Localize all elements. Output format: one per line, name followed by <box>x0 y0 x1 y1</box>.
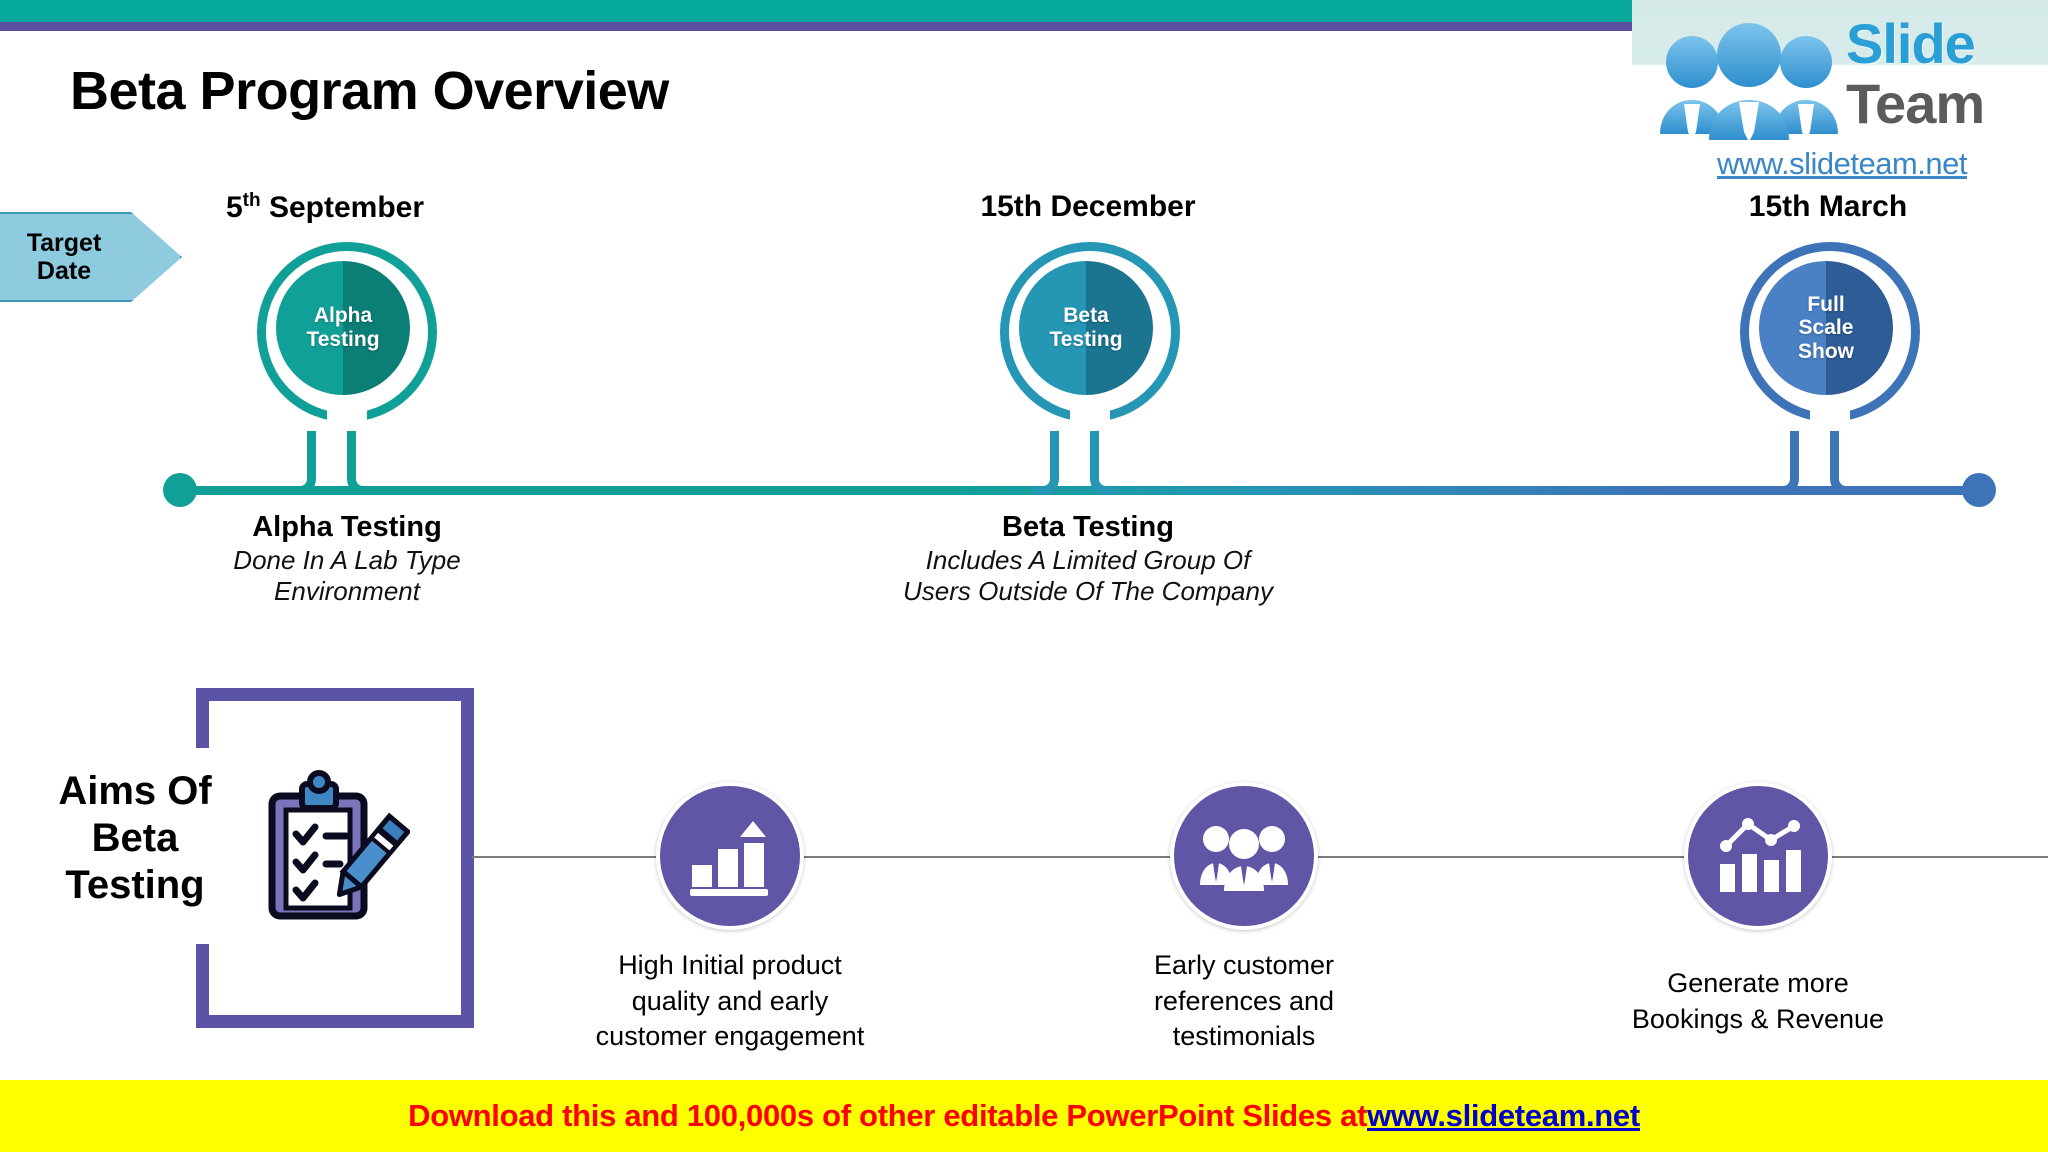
people-group-icon <box>1660 23 1838 140</box>
timeline: 5th September Alpha Testing Alpha Testin… <box>0 190 2048 610</box>
footer-link[interactable]: www.slideteam.net <box>1367 1098 1640 1133</box>
milestone-inner-line-3b: Scale <box>1798 316 1854 340</box>
logo-word-team: Team <box>1846 72 1985 135</box>
aim-caption-2-line-3: testimonials <box>1172 1021 1316 1052</box>
slideteam-logo: Slide Team www.slideteam.net <box>1632 0 2048 200</box>
page-title: Beta Program Overview <box>70 61 669 121</box>
aims-heading-line-2: Beta <box>91 816 179 861</box>
milestone-stem-left-2 <box>1033 431 1059 495</box>
milestone-date-1-num: 5 <box>225 191 243 224</box>
milestone-inner-label-3: Full Scale Show <box>1798 293 1854 364</box>
aim-caption-3-line-1: Generate more <box>1667 968 1849 998</box>
milestone-date-2-text: 15th December <box>980 190 1196 223</box>
growth-bar-chart-arrow-icon <box>690 821 768 896</box>
milestone-inner-circle-1: Alpha Testing <box>276 261 410 395</box>
aim-caption-1-line-1: High Initial product <box>618 950 842 980</box>
target-date-line-1: Target <box>26 229 102 257</box>
aims-frame-left-lower <box>196 944 209 1028</box>
aim-caption-2-line-2: references and <box>1153 985 1335 1016</box>
timeline-end-dot <box>1962 473 1996 507</box>
milestone-inner-label-1: Alpha Testing <box>306 304 379 351</box>
milestone-inner-line-1a: Alpha <box>313 304 373 328</box>
timeline-bar-segment-3 <box>1250 486 1670 495</box>
milestone-caption-2: Beta Testing Includes A Limited Group Of… <box>868 510 1308 607</box>
milestone-node-1[interactable]: Alpha Testing <box>257 242 437 431</box>
milestone-inner-line-3c: Show <box>1798 339 1854 363</box>
aim-caption-1: High Initial product quality and early c… <box>560 948 900 1055</box>
aims-frame-bottom <box>196 1015 474 1028</box>
milestone-stem-right-1 <box>347 431 373 495</box>
milestone-node-3[interactable]: Full Scale Show <box>1740 242 1920 431</box>
milestone-date-2: 15th December <box>888 190 1288 224</box>
aim-caption-1-line-3: customer engagement <box>595 1021 865 1052</box>
milestone-node-2[interactable]: Beta Testing <box>1000 242 1180 431</box>
aim-caption-1-line-2: quality and early <box>631 985 829 1016</box>
milestone-inner-line-2a: Beta <box>1063 304 1109 328</box>
logo-word-slide: Slide <box>1846 12 1976 75</box>
bar-chart-line-graph-icon <box>1720 818 1801 892</box>
milestone-date-3-text: 15th March <box>1748 190 1908 223</box>
milestone-caption-sub-2a: Includes A Limited Group Of <box>925 545 1251 576</box>
aim-node-2[interactable] <box>1170 782 1318 930</box>
milestone-caption-title-1: Alpha Testing <box>252 511 442 543</box>
milestone-caption-1: Alpha Testing Done In A Lab Type Environ… <box>147 510 547 607</box>
milestone-caption-sub-1b: Environment <box>274 576 420 607</box>
milestone-inner-circle-2: Beta Testing <box>1019 261 1153 395</box>
milestone-stem-right-3 <box>1830 431 1856 495</box>
milestone-caption-title-2: Beta Testing <box>1002 511 1174 543</box>
milestone-inner-line-2b: Testing <box>1049 328 1123 351</box>
milestone-date-3: 15th March <box>1628 190 2028 224</box>
aim-node-1[interactable] <box>656 782 804 930</box>
milestone-date-1-rest: September <box>260 191 424 224</box>
milestone-stem-left-1 <box>290 431 316 495</box>
milestone-inner-line-3a: Full <box>1807 292 1845 316</box>
milestone-inner-label-2: Beta Testing <box>1049 304 1122 351</box>
milestone-date-1: 5th September <box>125 190 525 225</box>
aims-frame <box>124 688 474 1028</box>
aims-frame-left-upper <box>196 688 209 748</box>
aim-circle-2 <box>1170 782 1318 930</box>
aims-frame-top <box>196 688 474 701</box>
aims-heading-line-1: Aims Of <box>58 769 212 813</box>
milestone-ring-gap-2 <box>1070 405 1110 431</box>
timeline-bar-segment-1 <box>180 486 950 495</box>
aim-circle-1 <box>656 782 804 930</box>
aim-caption-3-line-2: Bookings & Revenue <box>1631 1003 1885 1034</box>
milestone-date-1-sup: th <box>242 190 261 211</box>
footer-text: Download this and 100,000s of other edit… <box>408 1098 1368 1133</box>
aims-heading-line-3: Testing <box>65 863 205 908</box>
milestone-caption-sub-1a: Done In A Lab Type <box>233 545 461 576</box>
target-date-line-2: Date <box>36 257 92 285</box>
header-accent-bar-teal <box>0 0 1632 22</box>
aim-circle-3 <box>1684 782 1832 930</box>
milestone-stem-left-3 <box>1773 431 1799 495</box>
aim-caption-2-line-1: Early customer <box>1153 950 1335 980</box>
clipboard-checklist-pencil-icon <box>268 770 410 920</box>
milestone-inner-circle-3: Full Scale Show <box>1759 261 1893 395</box>
milestone-stem-right-2 <box>1090 431 1116 495</box>
milestone-ring-gap-3 <box>1810 405 1850 431</box>
aims-heading: Aims Of Beta Testing <box>20 768 250 910</box>
target-date-label: Target Date <box>27 229 128 285</box>
milestone-caption-sub-2b: Users Outside Of The Company <box>903 576 1273 607</box>
aims-frame-right <box>461 688 474 1028</box>
milestone-inner-line-1b: Testing <box>306 328 380 351</box>
milestone-ring-gap-1 <box>327 405 367 431</box>
aim-node-3[interactable] <box>1684 782 1832 930</box>
logo-url[interactable]: www.slideteam.net <box>1717 146 1967 181</box>
footer-banner: Download this and 100,000s of other edit… <box>0 1080 2048 1152</box>
timeline-start-dot <box>163 473 197 507</box>
header-accent-bar-purple <box>0 22 1632 31</box>
aim-caption-2: Early customer references and testimonia… <box>1074 948 1414 1055</box>
people-group-icon <box>1200 826 1288 891</box>
timeline-bar-segment-4 <box>1670 486 1990 495</box>
aim-caption-3: Generate more Bookings & Revenue <box>1588 966 1928 1037</box>
